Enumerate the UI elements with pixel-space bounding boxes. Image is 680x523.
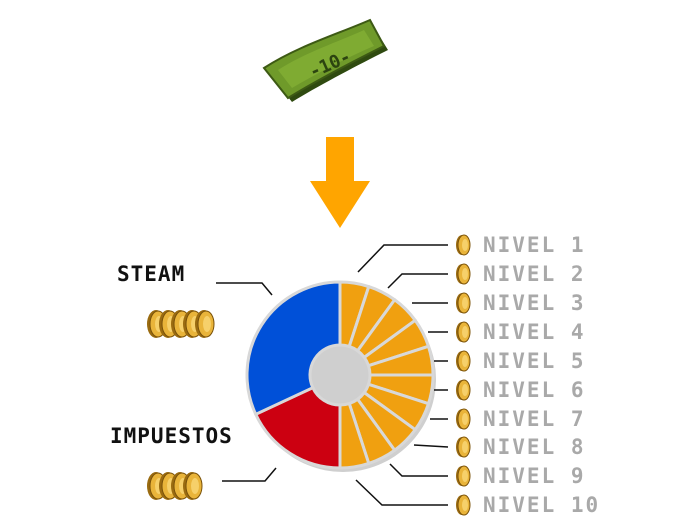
coins	[147, 234, 471, 516]
level-label-8: NIVEL 8	[483, 435, 586, 459]
steam-coin-5	[195, 310, 215, 338]
level-coin-icon-4	[456, 321, 471, 343]
leader-line-taxes	[222, 467, 277, 482]
level-label-1: NIVEL 1	[483, 233, 586, 257]
level-coin-icon-10	[456, 494, 471, 516]
level-label-6: NIVEL 6	[483, 378, 586, 402]
leader-line-1	[357, 244, 448, 273]
level-label-5: NIVEL 5	[483, 349, 586, 373]
level-coin-icon-7	[456, 408, 471, 430]
taxes-coin-4	[183, 472, 203, 500]
taxes-slice	[254, 386, 342, 470]
level-coin-icon-2	[456, 263, 471, 285]
leader-line-2	[387, 273, 448, 289]
taxes-label: IMPUESTOS	[110, 424, 233, 448]
level-label-7: NIVEL 7	[483, 407, 586, 431]
steam-label: STEAM	[117, 262, 186, 286]
leader-line-8	[413, 444, 449, 448]
level-label-2: NIVEL 2	[483, 262, 586, 286]
down-arrow-icon	[310, 137, 370, 228]
leader-line-10	[355, 479, 448, 506]
level-coin-icon-9	[456, 465, 471, 487]
level-label-10: NIVEL 10	[483, 493, 601, 517]
level-coin-icon-5	[456, 350, 471, 372]
banknote-icon: -10-	[262, 18, 388, 102]
level-coin-icon-6	[456, 379, 471, 401]
level-label-3: NIVEL 3	[483, 291, 586, 315]
level-coin-icon-3	[456, 292, 471, 314]
level-coin-icon-1	[456, 234, 471, 256]
level-label-4: NIVEL 4	[483, 320, 586, 344]
level-coin-icon-8	[456, 436, 471, 458]
leader-line-steam	[216, 282, 273, 296]
leader-lines	[216, 244, 449, 506]
steam-slice	[245, 280, 342, 416]
leader-line-9	[389, 463, 448, 477]
donut-chart	[245, 280, 436, 472]
level-label-9: NIVEL 9	[483, 464, 586, 488]
